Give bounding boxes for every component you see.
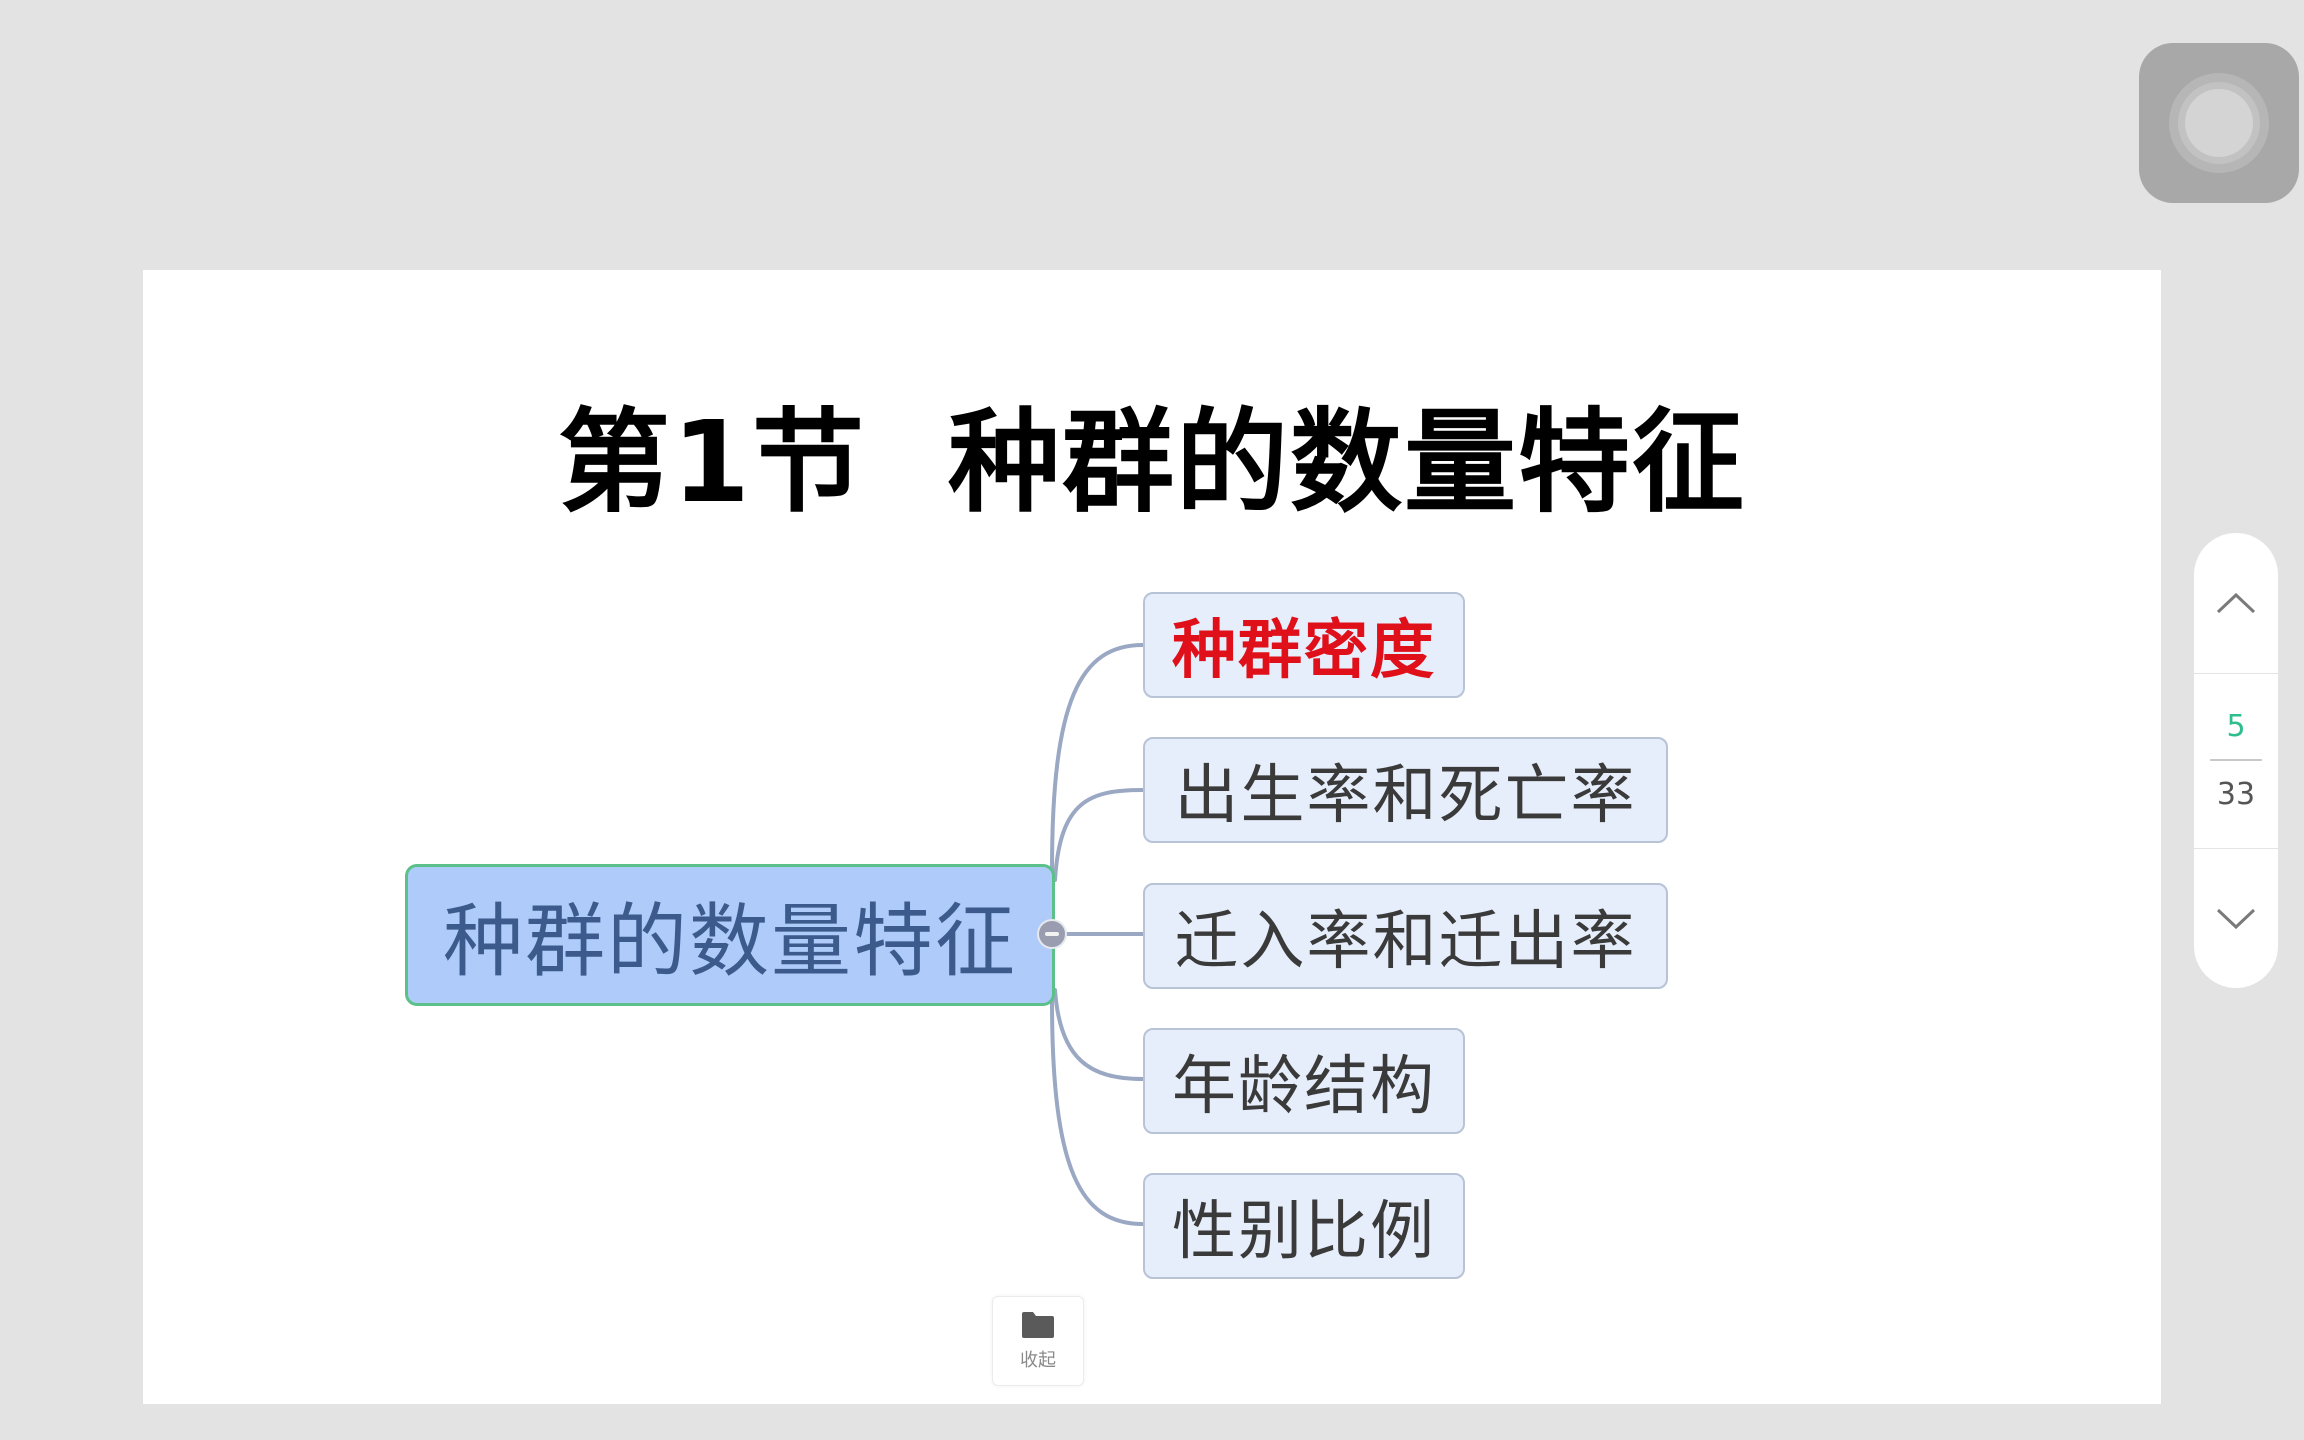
child-node-label: 性别比例	[1172, 1195, 1436, 1269]
next-page-button[interactable]	[2194, 848, 2278, 988]
current-page-number: 5	[2226, 708, 2246, 744]
collapse-label: 收起	[1020, 1350, 1056, 1371]
mindmap-child-node[interactable]: 出生率和死亡率	[1143, 737, 1668, 843]
collapse-panel-button[interactable]: 收起	[992, 1296, 1084, 1386]
mindmap-child-node[interactable]: 年龄结构	[1143, 1028, 1465, 1134]
page-navigator: 5 33	[2194, 533, 2278, 988]
mindmap-child-node[interactable]: 性别比例	[1143, 1173, 1465, 1279]
mindmap-child-node[interactable]: 种群密度	[1143, 592, 1465, 698]
child-node-label: 种群密度	[1172, 614, 1436, 688]
collapse-branch-button[interactable]	[1037, 919, 1067, 949]
child-node-label: 年龄结构	[1172, 1050, 1436, 1124]
page-counter: 5 33	[2194, 673, 2278, 848]
chevron-down-icon	[2216, 908, 2256, 930]
folder-icon	[1022, 1312, 1054, 1338]
minus-icon	[1045, 932, 1059, 936]
page-divider	[2210, 758, 2262, 761]
chevron-up-icon	[2216, 592, 2256, 614]
assistive-touch-button[interactable]	[2139, 43, 2299, 203]
slide-title: 第1节 种群的数量特征	[558, 398, 1746, 528]
assistive-touch-icon	[2169, 73, 2269, 173]
previous-page-button[interactable]	[2194, 533, 2278, 674]
mindmap-child-node[interactable]: 迁入率和迁出率	[1143, 883, 1668, 989]
root-node-label: 种群的数量特征	[443, 895, 1017, 988]
mindmap-root-node[interactable]: 种群的数量特征	[405, 864, 1055, 1006]
child-node-label: 迁入率和迁出率	[1174, 905, 1637, 979]
child-node-label: 出生率和死亡率	[1174, 759, 1637, 833]
total-page-count: 33	[2216, 776, 2256, 812]
